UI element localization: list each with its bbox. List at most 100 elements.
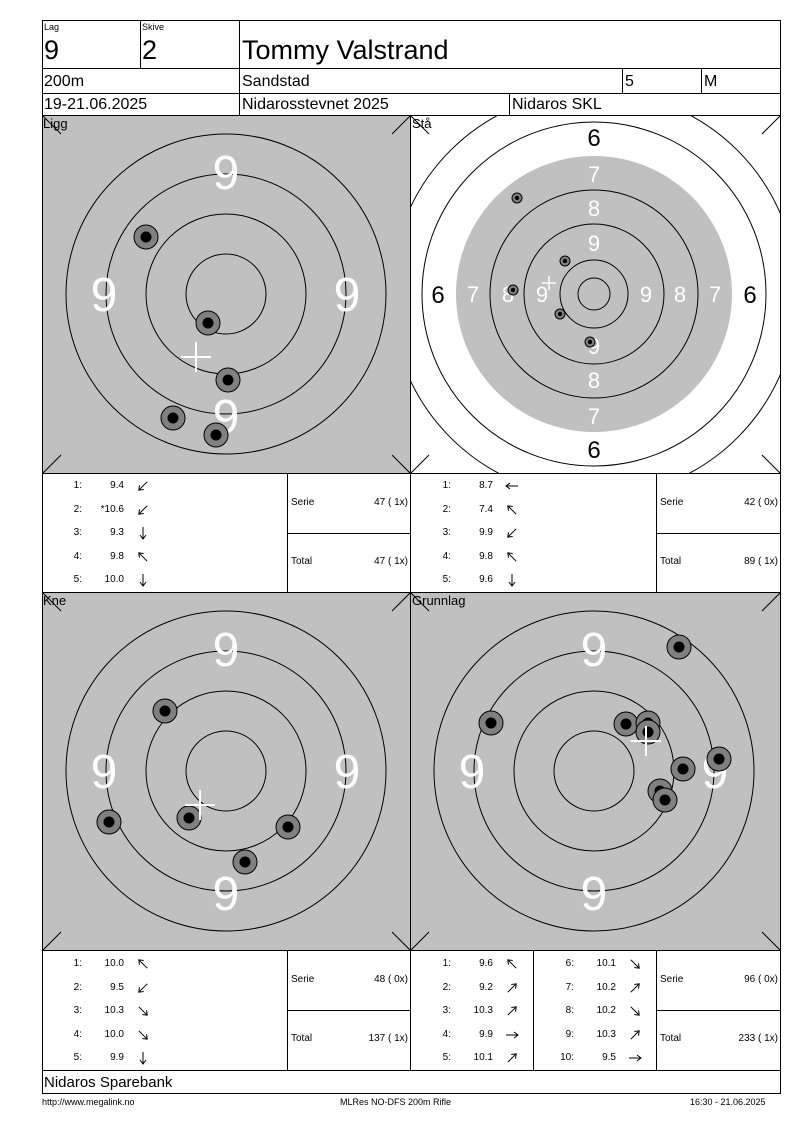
shot-row: 2:9.2 (411, 981, 531, 995)
shot-row: 3:9.9 (411, 526, 531, 540)
total-value: 47 ( 1x) (374, 556, 408, 567)
target-ring (433, 610, 755, 932)
corner-mark (43, 931, 62, 950)
ring-number: 9 (334, 746, 361, 799)
frame-left (42, 20, 43, 1094)
shot-value: 9.8 (479, 550, 493, 562)
target-ring (185, 730, 267, 812)
header-divider (239, 20, 240, 115)
direction-arrow-icon (507, 982, 517, 993)
shooter-name: Tommy Valstrand (242, 35, 449, 65)
direction-arrow-icon (138, 982, 148, 993)
header-divider (509, 93, 510, 115)
target-ring (185, 253, 267, 335)
ring-number: 9 (588, 231, 600, 256)
shot-center (673, 641, 685, 653)
shot-center (282, 821, 294, 833)
target-ring (559, 259, 629, 329)
shot-center (659, 794, 671, 806)
target-ring (105, 650, 347, 892)
shot-row: 7:10.2 (534, 981, 654, 995)
table-line (656, 473, 657, 592)
shot-number: 4: (73, 550, 82, 562)
table-line (287, 1010, 410, 1011)
target-ring (577, 277, 611, 311)
ring-number: 9 (91, 269, 118, 322)
shot-center (159, 705, 171, 717)
shot-value: 9.2 (479, 981, 493, 993)
shot-value: *10.6 (100, 503, 124, 515)
shot-center (167, 412, 179, 424)
section-title-kne: Kne (43, 593, 67, 608)
direction-arrow-icon (139, 527, 147, 540)
corner-mark (761, 931, 780, 950)
shot-row: 1:9.4 (42, 479, 162, 493)
club: Sandstad (242, 73, 310, 90)
total-label: Total (660, 1033, 682, 1044)
direction-arrow-icon (139, 1052, 147, 1065)
shot-value: 10.3 (473, 1005, 493, 1016)
header-divider (622, 68, 623, 93)
shot-row: 5:10.1 (411, 1051, 531, 1065)
shot-row: 1:10.0 (42, 957, 162, 971)
shot-center (103, 816, 115, 828)
ring-number: 9 (334, 269, 361, 322)
shot-value: 10.3 (104, 1005, 124, 1016)
shot-center (587, 339, 593, 345)
class: 5 (625, 73, 634, 90)
shot-value: 10.0 (104, 574, 124, 585)
direction-arrow-icon (630, 1006, 640, 1016)
shot-number: 5: (442, 1052, 451, 1063)
section-title-ligg: Ligg (43, 116, 68, 131)
shot-center (183, 812, 195, 824)
corner-mark (391, 454, 410, 473)
shot-center (140, 231, 152, 243)
ring-number: 8 (674, 282, 686, 307)
shot-value: 10.3 (596, 1028, 616, 1040)
total-value: 137 ( 1x) (368, 1033, 408, 1044)
shot-value: 9.9 (479, 527, 493, 538)
shot-row: 3:10.3 (42, 1004, 162, 1018)
total-label: Total (291, 1033, 313, 1044)
direction-arrow-icon (138, 481, 148, 491)
shot-center (620, 718, 632, 730)
shot-value: 9.5 (110, 981, 124, 993)
serie-value: 96 ( 0x) (744, 974, 778, 985)
shot-value: 7.4 (479, 503, 493, 515)
shot-value: 9.9 (479, 1028, 493, 1040)
frame-right (780, 20, 781, 1094)
target-ring (145, 690, 307, 852)
total-label: Total (660, 556, 682, 567)
target-ring (489, 189, 699, 399)
shot-value: 9.4 (110, 480, 124, 491)
footer-url[interactable]: http://www.megalink.no (42, 1097, 135, 1107)
direction-arrow-icon (507, 504, 517, 515)
ring-number: 7 (588, 404, 600, 429)
shot-value: 9.8 (110, 550, 124, 562)
corner-mark (43, 454, 62, 473)
organizer: Nidaros SKL (512, 96, 602, 113)
footer-timestamp: 16:30 - 21.06.2025 (690, 1097, 766, 1107)
direction-arrow-icon (138, 504, 148, 515)
skive-value: 2 (142, 35, 158, 65)
shot-center (222, 374, 234, 386)
lag-value: 9 (44, 35, 60, 65)
shot-center (514, 195, 520, 201)
target-ring (65, 133, 387, 455)
direction-arrow-icon (507, 551, 517, 562)
shot-number: 2: (73, 981, 82, 993)
direction-arrow-icon (505, 482, 518, 490)
corner-mark (391, 593, 410, 612)
corner-mark (43, 116, 62, 135)
shot-row: 5:9.9 (42, 1051, 162, 1065)
corner-mark (43, 593, 62, 612)
serie-label: Serie (660, 497, 684, 508)
corner-mark (411, 454, 430, 473)
table-line (287, 473, 288, 592)
frame-top (42, 20, 781, 21)
corner-mark (411, 593, 430, 612)
ring-number: 6 (743, 282, 756, 309)
corner-mark (391, 931, 410, 950)
